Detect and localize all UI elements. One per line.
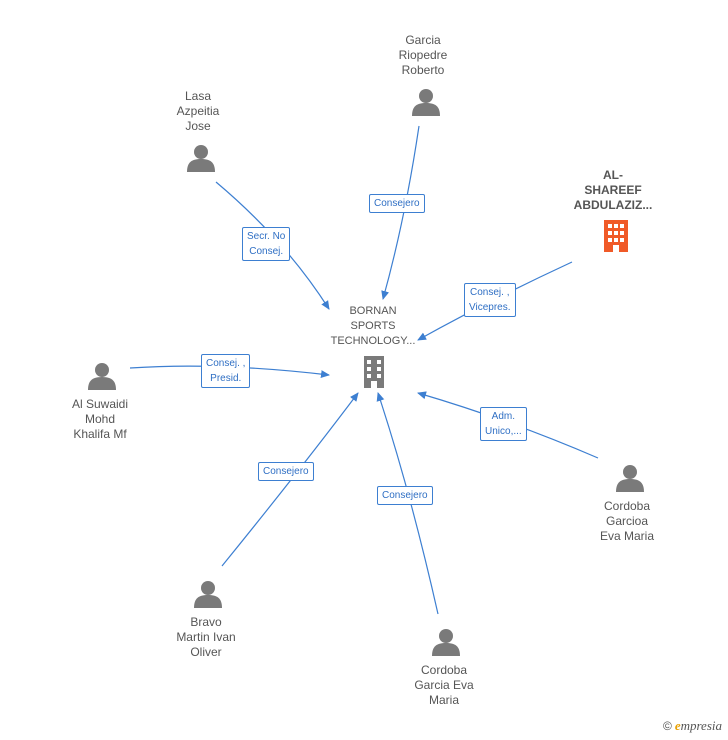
node-cordoba-garcioa-label[interactable]: Cordoba Garcioa Eva Maria xyxy=(599,499,655,543)
brand-logo: empresia xyxy=(674,718,722,733)
copyright-icon: © xyxy=(662,719,672,733)
person-icon-cordoba-garcia[interactable] xyxy=(432,629,460,656)
building-icon-highlight[interactable] xyxy=(600,218,632,254)
person-icon-bravo[interactable] xyxy=(194,581,222,608)
edge-label-cordoba-garcioa[interactable]: Adm. Unico,... xyxy=(480,407,527,441)
person-icon-garcia-riopedre[interactable] xyxy=(412,89,440,116)
node-bravo-label[interactable]: Bravo Martin Ivan Oliver xyxy=(176,615,236,659)
edge-label-bravo[interactable]: Consejero xyxy=(258,462,314,481)
node-garcia-riopedre-label[interactable]: Garcia Riopedre Roberto xyxy=(398,33,448,77)
building-icon[interactable] xyxy=(360,354,390,390)
node-cordoba-garcia-label[interactable]: Cordoba Garcia Eva Maria xyxy=(414,663,474,707)
node-al-suwaidi-label[interactable]: Al Suwaidi Mohd Khalifa Mf xyxy=(71,397,129,441)
node-lasa-label[interactable]: Lasa Azpeitia Jose xyxy=(176,89,220,133)
edge-label-garcia-riopedre[interactable]: Consejero xyxy=(369,194,425,213)
person-icon-lasa[interactable] xyxy=(187,145,215,172)
edge-garcia-riopedre xyxy=(381,125,420,300)
person-icon-al-suwaidi[interactable] xyxy=(88,363,116,390)
edge-label-al-shareef[interactable]: Consej. , Vicepres. xyxy=(464,283,516,317)
edge-label-lasa[interactable]: Secr. No Consej. xyxy=(242,227,291,261)
footer-brand: © empresia xyxy=(663,718,722,734)
person-icon-cordoba-garcioa[interactable] xyxy=(616,465,644,492)
edge-label-al-suwaidi[interactable]: Consej. , Presid. xyxy=(201,354,251,388)
edge-label-cordoba-garcia[interactable]: Consejero xyxy=(377,486,433,505)
center-company-label[interactable]: BORNAN SPORTS TECHNOLOGY... xyxy=(330,305,416,347)
node-al-shareef-label[interactable]: AL- SHAREEF ABDULAZIZ... xyxy=(573,168,653,212)
